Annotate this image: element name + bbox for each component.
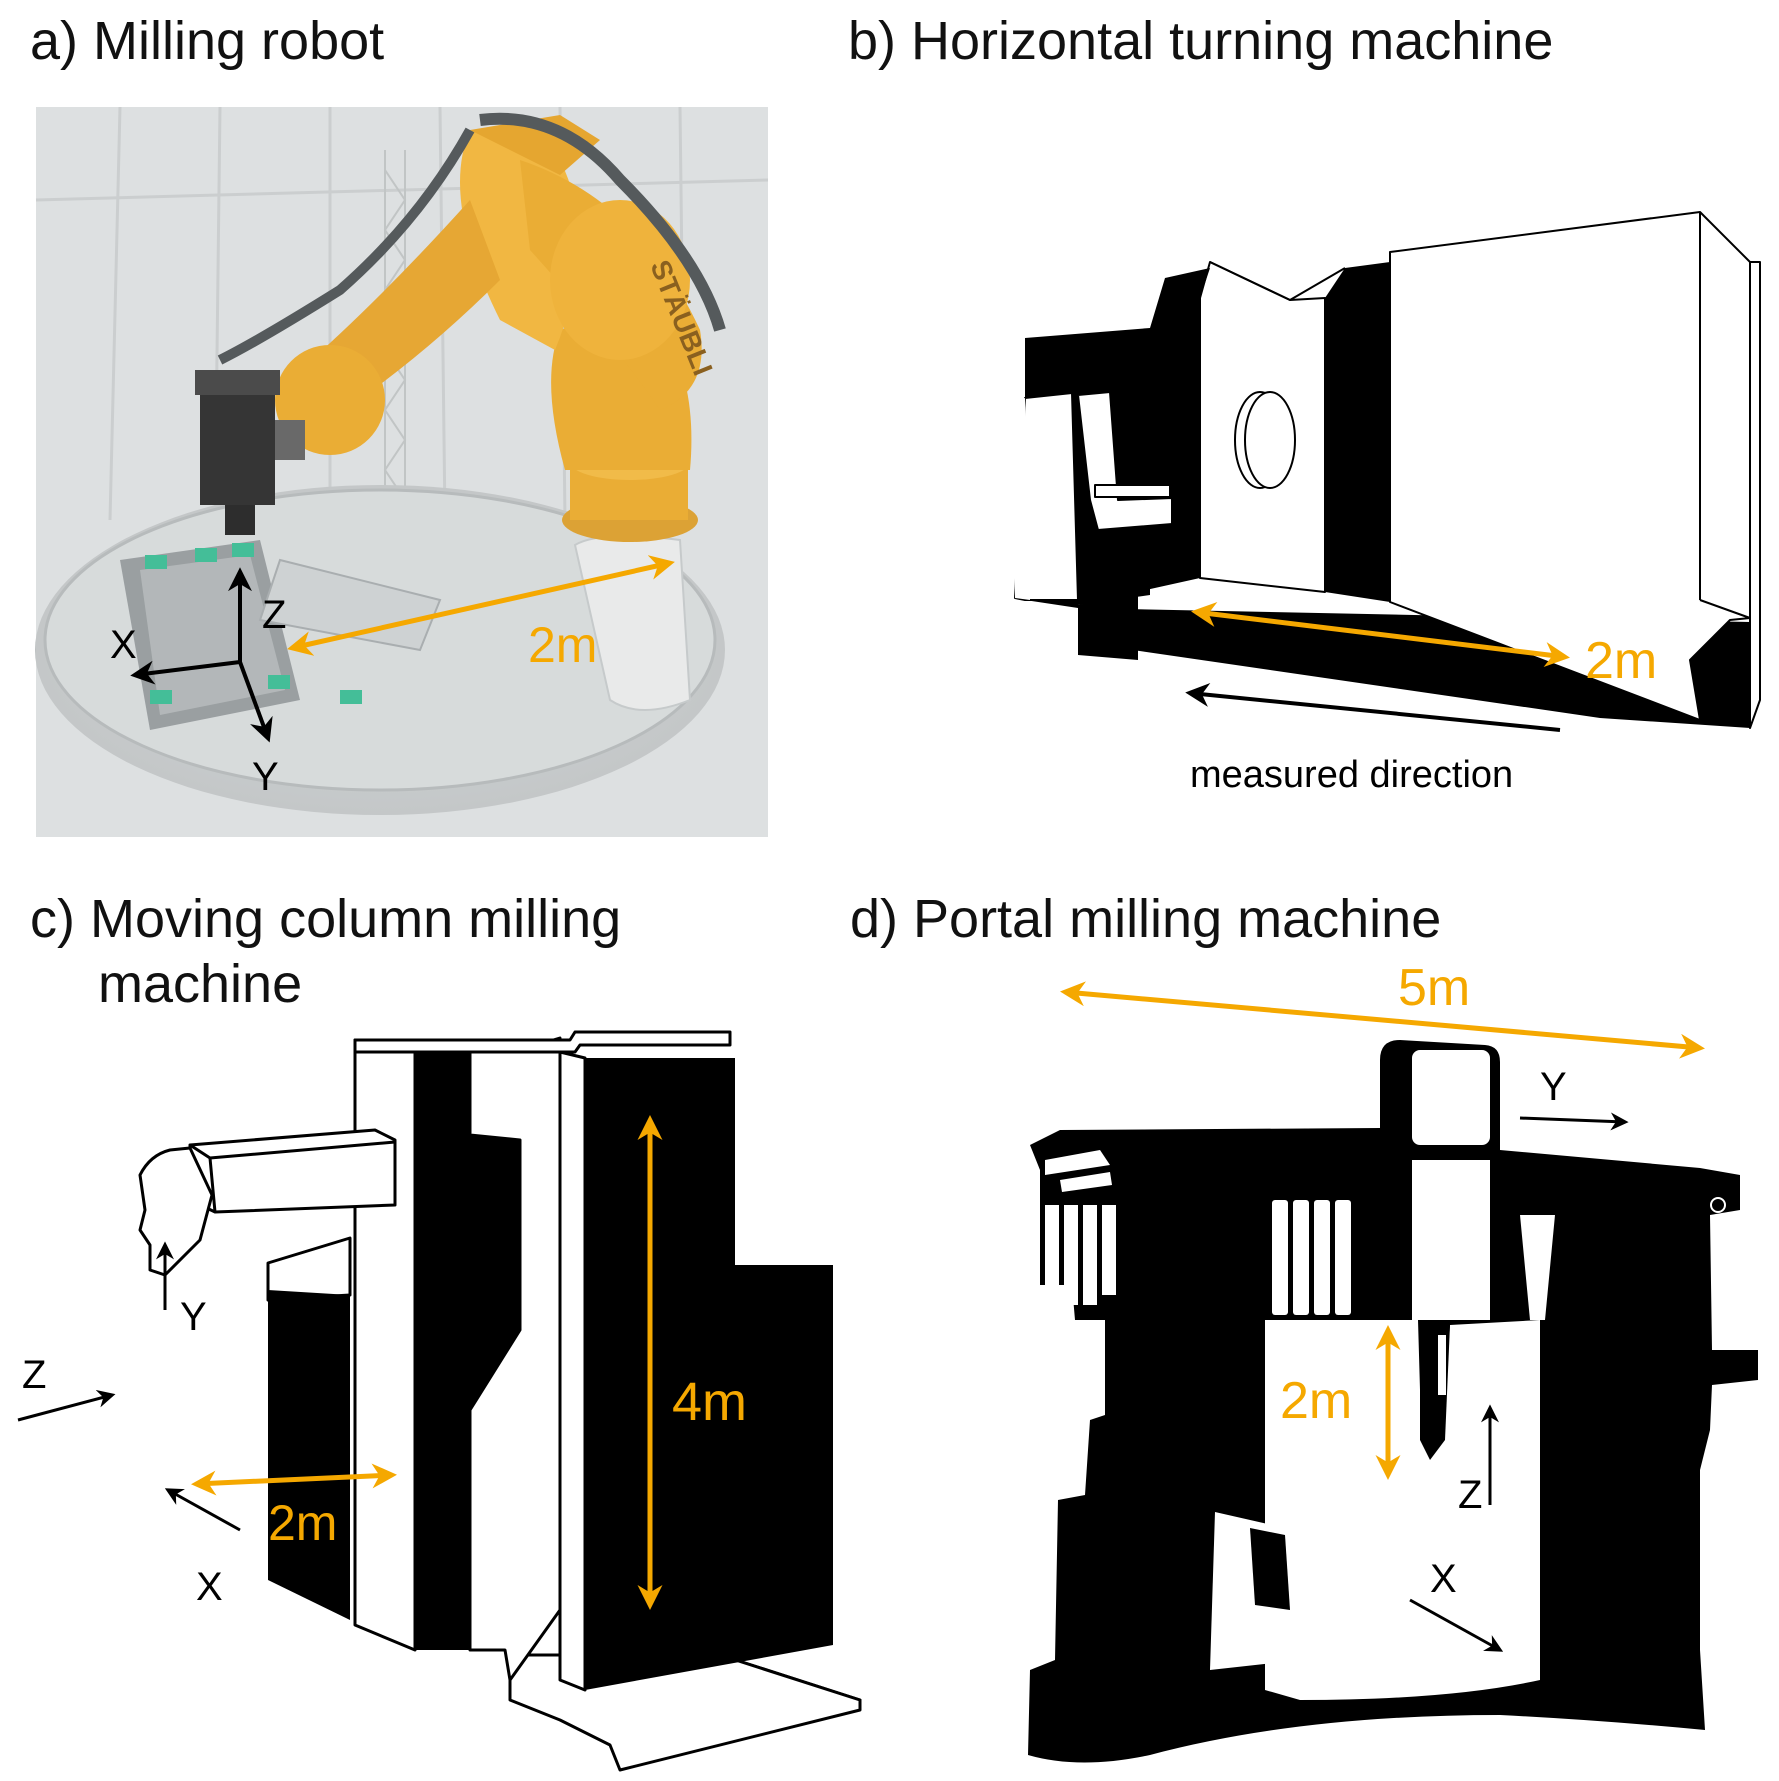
panel-a-dimension-label: 2m (528, 617, 597, 673)
panel-d-axis-z-label: Z (1458, 1473, 1482, 1517)
panel-a-photo: STÄUBLI (35, 106, 769, 837)
panel-a-axis-y-label: Y (252, 755, 279, 799)
panel-c-axis-z-arrow (17, 1390, 116, 1422)
panel-c-axis-z-label: Z (22, 1353, 46, 1397)
panel-d-axis-y-label: Y (1540, 1065, 1567, 1109)
panel-d-machine-drawing (1028, 1040, 1758, 1763)
panel-c-horizontal-dimension-arrow (191, 1463, 397, 1496)
panel-a-dimension-arrow (287, 555, 675, 656)
panel-b-machine-drawing (1012, 211, 1761, 729)
panel-d-axis-y-arrow (1519, 1112, 1629, 1131)
panel-c-axis-y-label: Y (180, 1295, 207, 1339)
panel-c-axis-x-label: X (196, 1565, 223, 1609)
panel-b-dimension-arrow (1191, 602, 1570, 667)
panel-d-axis-x-label: X (1430, 1557, 1457, 1601)
panel-c-title-line2: machine (98, 954, 303, 1014)
panel-d-title: d) Portal milling machine (850, 889, 1442, 949)
panel-b-dimension-label: 2m (1585, 632, 1657, 690)
panel-d-width-dimension-label: 5m (1398, 959, 1470, 1017)
panel-b-direction-label: measured direction (1190, 754, 1513, 796)
panel-d-width-dimension-arrow (1060, 981, 1705, 1059)
panel-a-coordinate-axes (130, 567, 273, 743)
panel-c-vertical-dimension-label: 4m (672, 1372, 747, 1432)
axis-y-arrow (238, 661, 273, 743)
panel-d-axis-x-arrow (1409, 1598, 1504, 1652)
panel-c-machine-drawing (138, 1030, 862, 1772)
panel-c-title-line1: c) Moving column milling (30, 889, 622, 949)
panel-d-height-dimension-label: 2m (1280, 1372, 1352, 1430)
axis-x-arrow (130, 660, 241, 685)
panel-b-title: b) Horizontal turning machine (848, 11, 1554, 71)
panel-a-axis-x-label: X (110, 623, 137, 667)
panel-c-horizontal-dimension-label: 2m (268, 1495, 337, 1551)
panel-c-axis-x-arrow (164, 1488, 241, 1532)
panel-a-title: a) Milling robot (30, 11, 385, 71)
robot-arm: STÄUBLI (195, 112, 726, 535)
panel-a-axis-z-label: Z (262, 593, 286, 637)
panel-b-direction-arrow (1185, 682, 1561, 732)
